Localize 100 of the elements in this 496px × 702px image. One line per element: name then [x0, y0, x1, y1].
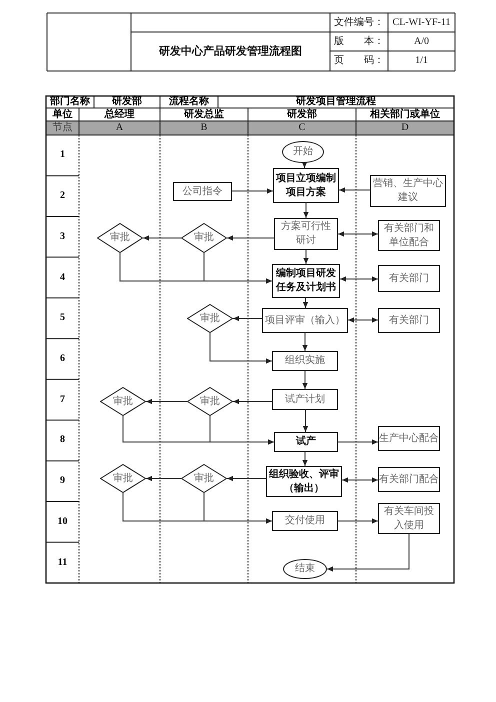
row-number: 9	[60, 475, 65, 488]
field-value: 1/1	[415, 55, 428, 67]
flow-arrow	[338, 231, 378, 237]
flow-arrow	[232, 316, 262, 322]
process-box	[378, 220, 440, 251]
flow-arrow	[303, 250, 309, 264]
field-value: CL-WI-YF-11	[392, 16, 450, 28]
step-text: 方案可行性研讨	[280, 220, 332, 248]
flow-arrow	[232, 398, 272, 404]
step-text: 有关部门	[389, 314, 429, 328]
flow-arrow	[302, 370, 308, 390]
flow-arrow	[338, 439, 378, 445]
flow-arrow	[338, 187, 370, 193]
process-box	[272, 351, 338, 371]
column-header: 节点	[52, 122, 72, 134]
process-box	[173, 182, 232, 201]
field-value: 研发项目管理流程	[296, 96, 376, 108]
flow-arrow	[302, 162, 308, 168]
field-label: 流程名称	[169, 96, 209, 108]
step-text: 结束	[295, 562, 315, 576]
field-label: 版 本：	[334, 36, 384, 48]
terminal-oval	[283, 559, 327, 579]
flow-arrow	[232, 188, 274, 194]
field-label: 文件编号：	[334, 16, 384, 28]
flow-arrow	[302, 332, 308, 352]
row-number: 5	[60, 312, 65, 324]
row-number: 8	[60, 434, 65, 446]
column-header: 总经理	[104, 108, 134, 120]
flow-arrow	[210, 416, 274, 445]
process-box	[272, 511, 338, 531]
field-value: 研发部	[112, 96, 142, 108]
step-text: 试产	[296, 435, 316, 449]
step-text: 交付使用	[285, 514, 325, 528]
step-text: 有关车间投入使用	[383, 504, 435, 532]
field-label: 页 码：	[334, 55, 384, 67]
step-text: 审批	[200, 312, 220, 326]
flow-arrow	[302, 452, 308, 466]
step-text: 有关部门配合	[379, 472, 439, 486]
step-text: 试产计划	[285, 392, 325, 406]
field-label: 部门名称	[50, 96, 90, 108]
step-text: 审批	[194, 472, 214, 486]
lane-letter: A	[116, 122, 124, 134]
flow-arrow	[146, 476, 182, 482]
process-box	[378, 467, 440, 492]
row-number: 6	[60, 353, 65, 365]
lane-letter: B	[200, 122, 208, 134]
flow-arrow	[204, 252, 272, 284]
flow-arrow	[226, 235, 274, 241]
flow-arrow	[210, 332, 272, 364]
flow-arrow	[348, 317, 378, 323]
process-box	[378, 308, 440, 333]
flow-arrow	[338, 518, 378, 524]
step-text: 生产中心配合	[379, 432, 439, 446]
column-header: 研发部	[287, 108, 317, 120]
step-text: 有关部门	[389, 272, 429, 286]
step-text: 项目评审（输入）	[265, 314, 345, 328]
step-text: 公司指令	[182, 184, 222, 198]
step-text: 营销、生产中心建议	[372, 177, 444, 205]
flow-arrow	[226, 476, 266, 482]
lane-letter: D	[401, 122, 409, 134]
step-text: 编制项目研发任务及计划书	[275, 267, 337, 295]
row-number: 11	[58, 556, 68, 569]
form-title: 研发中心产品研发管理流程图	[159, 45, 302, 58]
step-text: 开始	[293, 145, 313, 159]
lane-letter: C	[298, 122, 306, 134]
row-number: 2	[60, 190, 65, 202]
row-number: 7	[60, 394, 65, 406]
row-number: 10	[58, 516, 68, 528]
flow-arrow	[204, 492, 272, 524]
row-number: 1	[60, 149, 65, 162]
flow-arrow	[302, 410, 308, 432]
process-box	[262, 308, 348, 333]
step-text: 审批	[200, 394, 220, 408]
flow-arrow	[303, 202, 309, 218]
process-box	[378, 503, 440, 534]
process-box	[378, 265, 440, 292]
process-box	[274, 432, 338, 452]
step-text: 审批	[113, 394, 133, 408]
step-text: 审批	[110, 231, 130, 245]
flow-arrow	[326, 534, 410, 572]
step-text: 有关部门和单位配合	[383, 222, 435, 250]
flow-arrow	[340, 276, 378, 282]
terminal-oval	[282, 141, 324, 163]
column-header: 研发总监	[184, 108, 224, 120]
step-text: 项目立项编制项目方案	[275, 172, 337, 200]
field-value: A/0	[414, 36, 429, 48]
column-header: 相关部门或单位	[370, 108, 440, 120]
step-text: 组织实施	[285, 354, 325, 368]
process-box	[378, 426, 440, 451]
flow-arrow	[142, 235, 182, 241]
row-number: 4	[60, 272, 65, 284]
flow-arrow	[302, 298, 308, 308]
row-number: 3	[60, 230, 65, 243]
flow-arrow	[146, 398, 188, 404]
process-box	[274, 218, 338, 250]
field-label: 单位	[52, 108, 72, 120]
step-text: 审批	[194, 231, 214, 245]
process-box	[272, 389, 338, 410]
step-text: 审批	[113, 472, 133, 486]
flow-arrow	[342, 477, 378, 483]
